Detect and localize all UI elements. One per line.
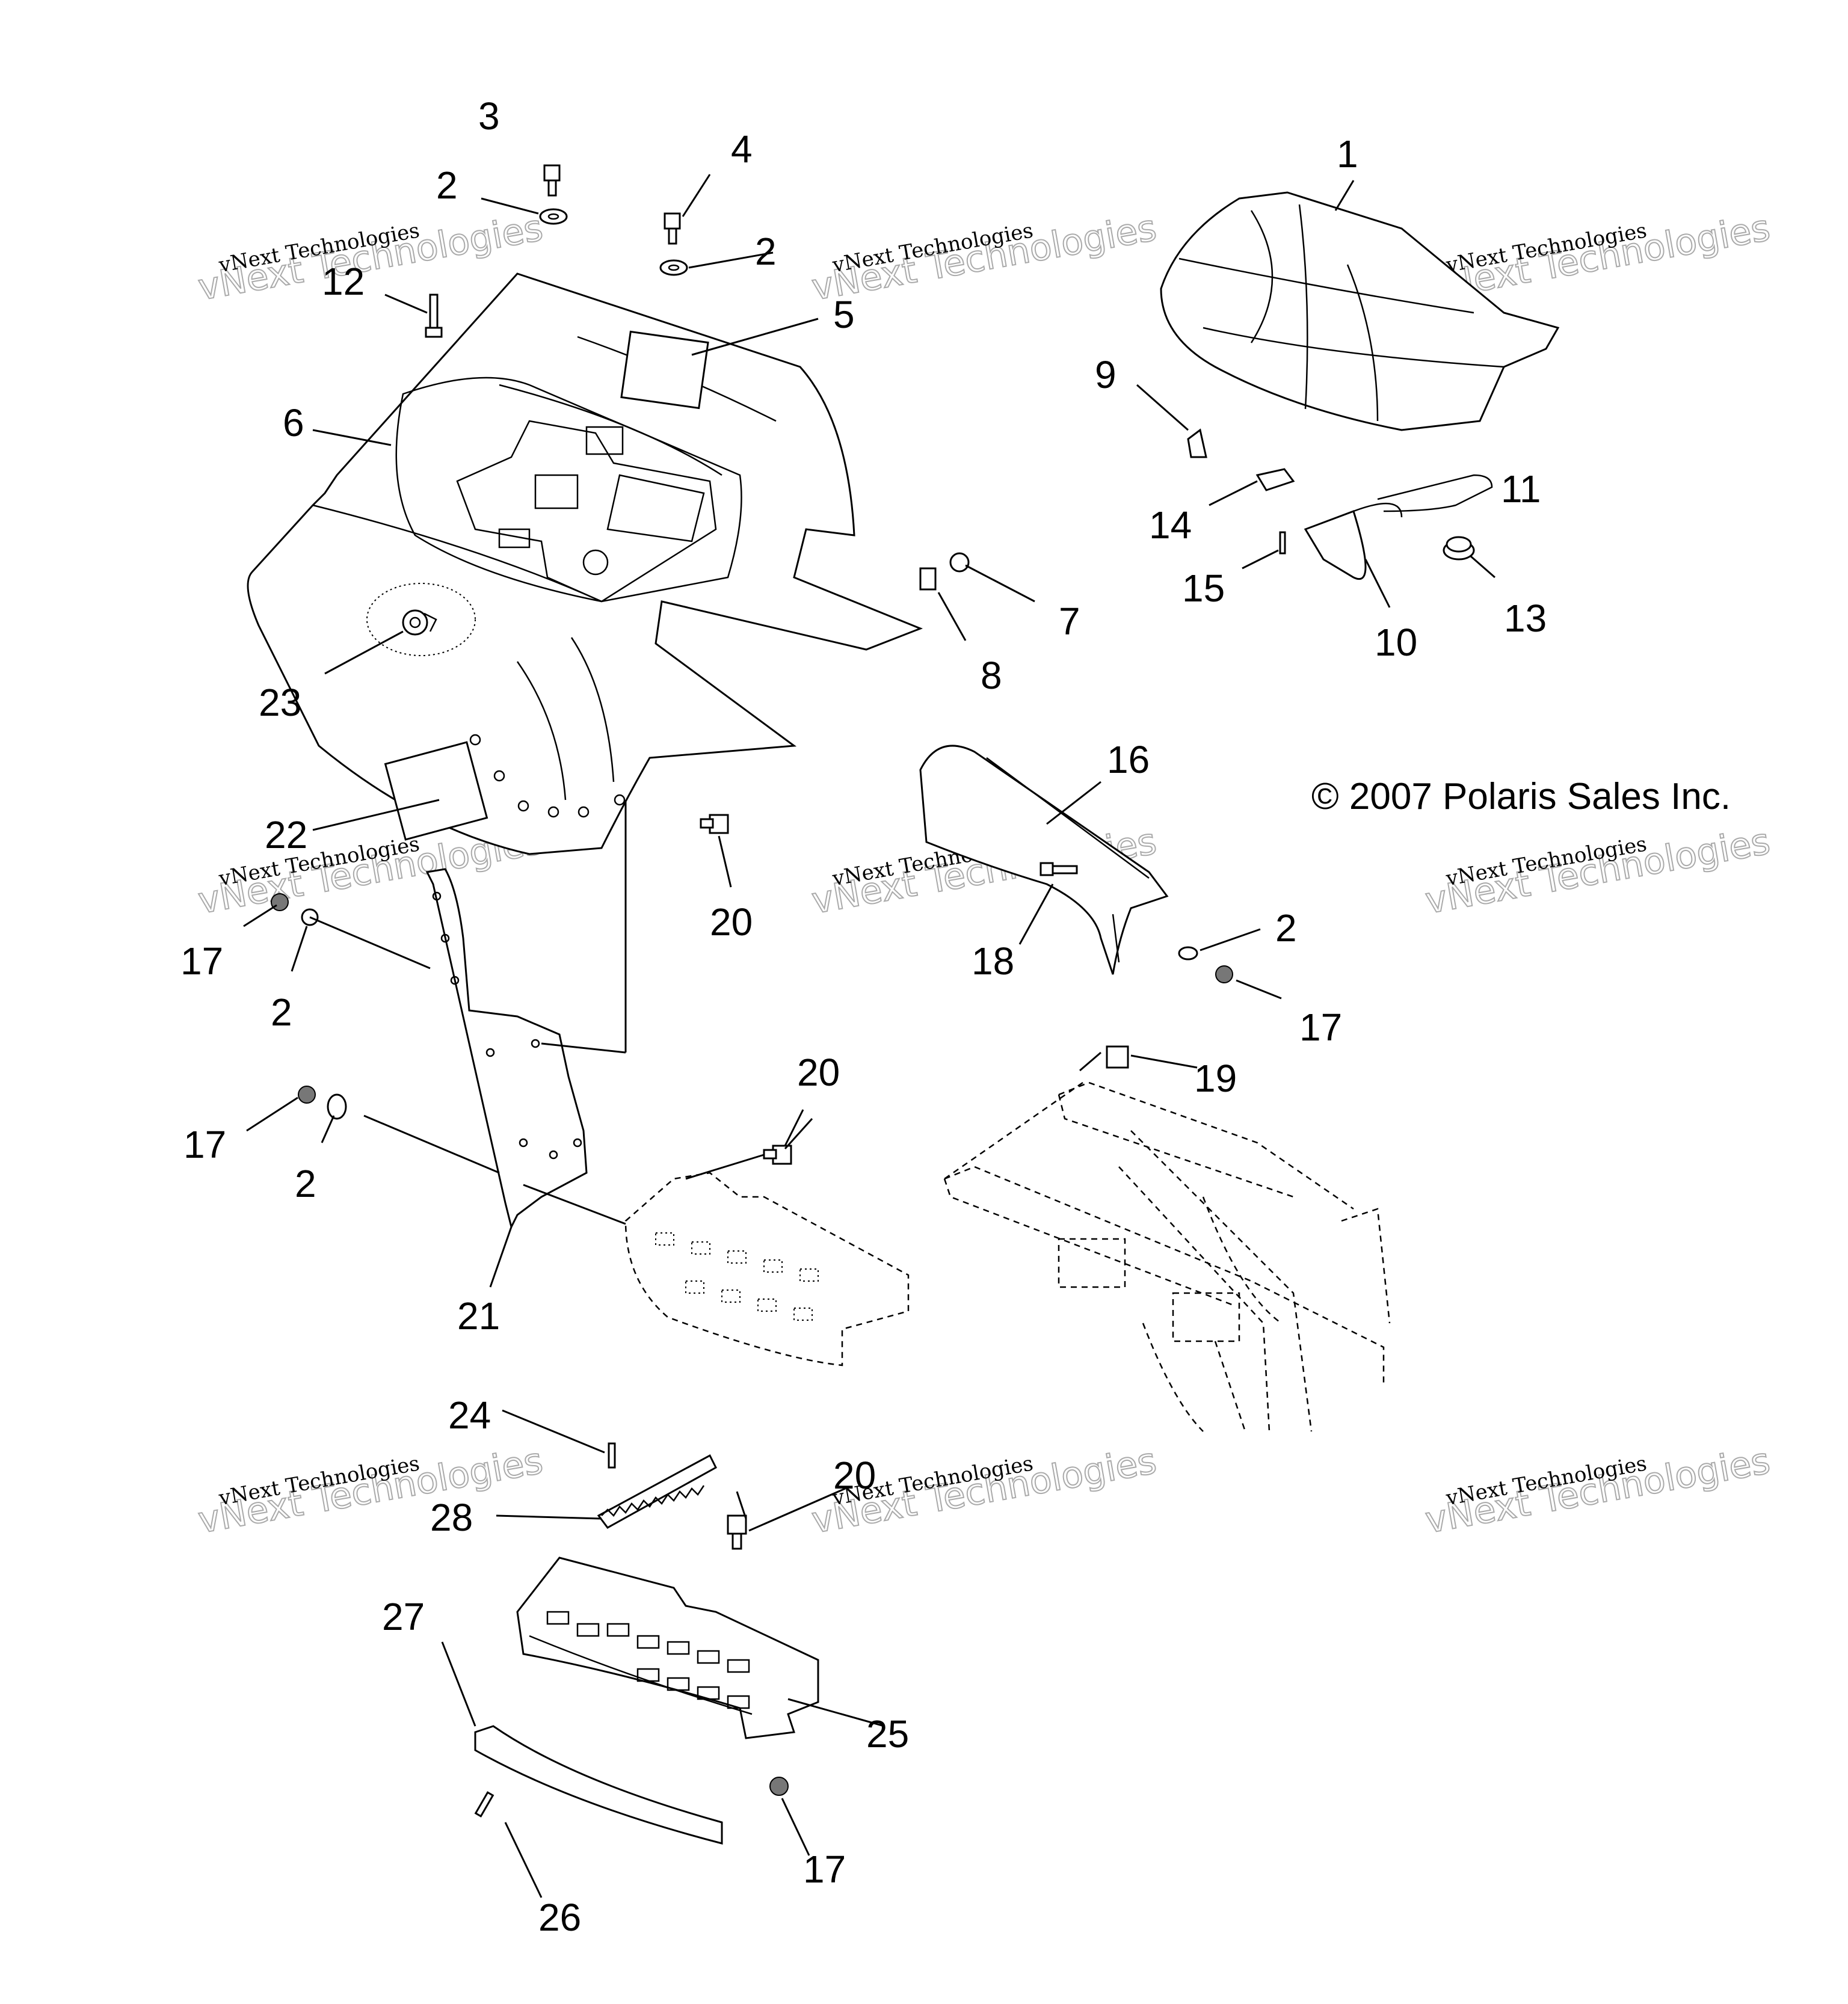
callout-numbers: 1 2 3 4 2 12 5 6 9 11 14 15 10 13 7 8 23… bbox=[180, 94, 1547, 1939]
callout-3: 3 bbox=[478, 94, 500, 138]
nut-17c bbox=[298, 1086, 316, 1104]
callout-2: 2 bbox=[755, 230, 777, 273]
cable-11 bbox=[1377, 474, 1493, 512]
clip-8 bbox=[919, 567, 937, 591]
callout-17: 17 bbox=[803, 1848, 846, 1891]
callout-21: 21 bbox=[457, 1294, 500, 1338]
decal-22 bbox=[384, 741, 488, 841]
callout-2: 2 bbox=[1275, 906, 1297, 950]
callout-17: 17 bbox=[183, 1123, 226, 1166]
hook-10 bbox=[1304, 502, 1403, 580]
rear-fender bbox=[247, 272, 923, 855]
callout-23: 23 bbox=[259, 681, 301, 724]
callout-16: 16 bbox=[1107, 738, 1150, 781]
nut-17a bbox=[1215, 965, 1233, 983]
callout-17: 17 bbox=[1299, 1006, 1342, 1049]
callout-25: 25 bbox=[866, 1712, 909, 1756]
strip-27 bbox=[474, 1725, 723, 1845]
bolt-4 bbox=[664, 212, 681, 245]
callout-24: 24 bbox=[448, 1394, 491, 1437]
callout-6: 6 bbox=[283, 401, 304, 444]
footrest-ghost bbox=[624, 1172, 910, 1366]
copyright-notice: © 2007 Polaris Sales Inc. bbox=[1311, 776, 1731, 817]
spacer-19 bbox=[1106, 1045, 1129, 1069]
footrest-25 bbox=[516, 1557, 819, 1739]
bracket-21 bbox=[425, 868, 588, 1230]
nut-17d bbox=[769, 1777, 789, 1796]
bolt-20c bbox=[727, 1514, 747, 1550]
callout-19: 19 bbox=[1194, 1057, 1237, 1100]
bolt-3 bbox=[543, 164, 561, 197]
decal-5 bbox=[620, 330, 709, 410]
callout-27: 27 bbox=[382, 1595, 425, 1638]
callout-10: 10 bbox=[1375, 621, 1417, 664]
watermark-7: vNext Technologies vNext Technologies bbox=[194, 1439, 546, 1543]
callout-26: 26 bbox=[538, 1896, 581, 1939]
callout-14: 14 bbox=[1149, 503, 1192, 547]
callout-20: 20 bbox=[797, 1051, 840, 1094]
callout-15: 15 bbox=[1182, 567, 1225, 610]
leader-lines bbox=[243, 174, 1495, 1898]
callout-20: 20 bbox=[710, 900, 753, 944]
callout-7: 7 bbox=[1059, 600, 1080, 643]
latch-23 bbox=[402, 609, 437, 636]
watermark-1: vNext Technologies vNext Technologies bbox=[194, 206, 546, 310]
callout-22: 22 bbox=[265, 813, 307, 856]
bolt-20a bbox=[700, 814, 729, 834]
callout-5: 5 bbox=[833, 293, 855, 336]
seat bbox=[1160, 191, 1560, 431]
pin-15 bbox=[1279, 531, 1286, 555]
frame-ghost bbox=[943, 1081, 1391, 1432]
callout-18: 18 bbox=[972, 939, 1014, 983]
rack-cover-16 bbox=[919, 745, 1169, 975]
washer-2c bbox=[1178, 946, 1198, 961]
screw-7 bbox=[949, 552, 970, 573]
callout-17: 17 bbox=[180, 939, 223, 983]
callout-2: 2 bbox=[436, 164, 458, 207]
pin-26 bbox=[474, 1791, 494, 1818]
washer-2b bbox=[659, 259, 688, 276]
callout-1: 1 bbox=[1337, 132, 1358, 176]
fender-holes bbox=[469, 734, 626, 818]
watermark-2: vNext Technologies vNext Technologies bbox=[808, 206, 1160, 310]
callout-9: 9 bbox=[1095, 353, 1116, 396]
washer-2e bbox=[327, 1093, 347, 1120]
spring-9 bbox=[1187, 428, 1207, 458]
plate-14 bbox=[1255, 468, 1295, 491]
callout-28: 28 bbox=[430, 1496, 473, 1539]
watermark-9: vNext Technologies vNext Technologies bbox=[1421, 1439, 1773, 1543]
callout-11: 11 bbox=[1501, 467, 1541, 511]
callout-12: 12 bbox=[322, 260, 365, 303]
bumper-13 bbox=[1443, 536, 1475, 561]
callout-4: 4 bbox=[731, 128, 753, 171]
pin-12 bbox=[425, 294, 443, 338]
watermark-6: vNext Technologies vNext Technologies bbox=[1421, 820, 1773, 923]
callout-20: 20 bbox=[833, 1454, 876, 1497]
callout-2: 2 bbox=[295, 1162, 316, 1205]
washer-2a bbox=[539, 208, 568, 225]
bolt-20b bbox=[763, 1145, 792, 1165]
clamp-28 bbox=[597, 1454, 717, 1529]
callout-13: 13 bbox=[1504, 597, 1547, 640]
callout-2: 2 bbox=[271, 991, 292, 1034]
pin-24 bbox=[608, 1442, 616, 1469]
bolt-18 bbox=[1040, 862, 1078, 876]
callout-8: 8 bbox=[981, 654, 1002, 697]
